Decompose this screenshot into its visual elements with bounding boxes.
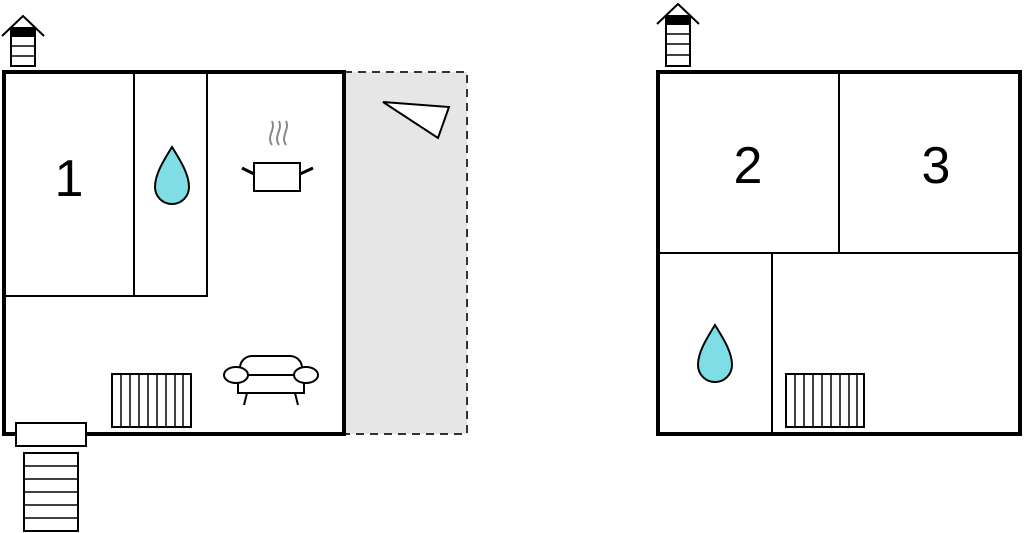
- interior-wall-bedroom: [4, 72, 208, 297]
- chimney-icon: [1, 14, 45, 67]
- outer-wall-ground: [2, 70, 346, 436]
- stairs-icon: [23, 452, 79, 532]
- room-label-3: 3: [922, 137, 951, 195]
- terrace-marker-icon: [382, 101, 451, 140]
- terrace-area: [343, 71, 468, 435]
- floor-plan-upper: 2 3: [656, 2, 1022, 436]
- radiator-icon: [785, 373, 865, 428]
- water-drop-icon: [153, 145, 191, 205]
- radiator-icon: [111, 373, 192, 428]
- water-drop-icon: [696, 323, 734, 383]
- sofa-icon: [223, 355, 319, 406]
- floor-plan-ground: 1: [1, 14, 468, 532]
- entrance-door: [15, 422, 87, 447]
- stove-pot-icon: [241, 120, 314, 192]
- room-label-2: 2: [734, 137, 763, 195]
- chimney-icon: [656, 2, 700, 67]
- room-label-1: 1: [55, 150, 84, 208]
